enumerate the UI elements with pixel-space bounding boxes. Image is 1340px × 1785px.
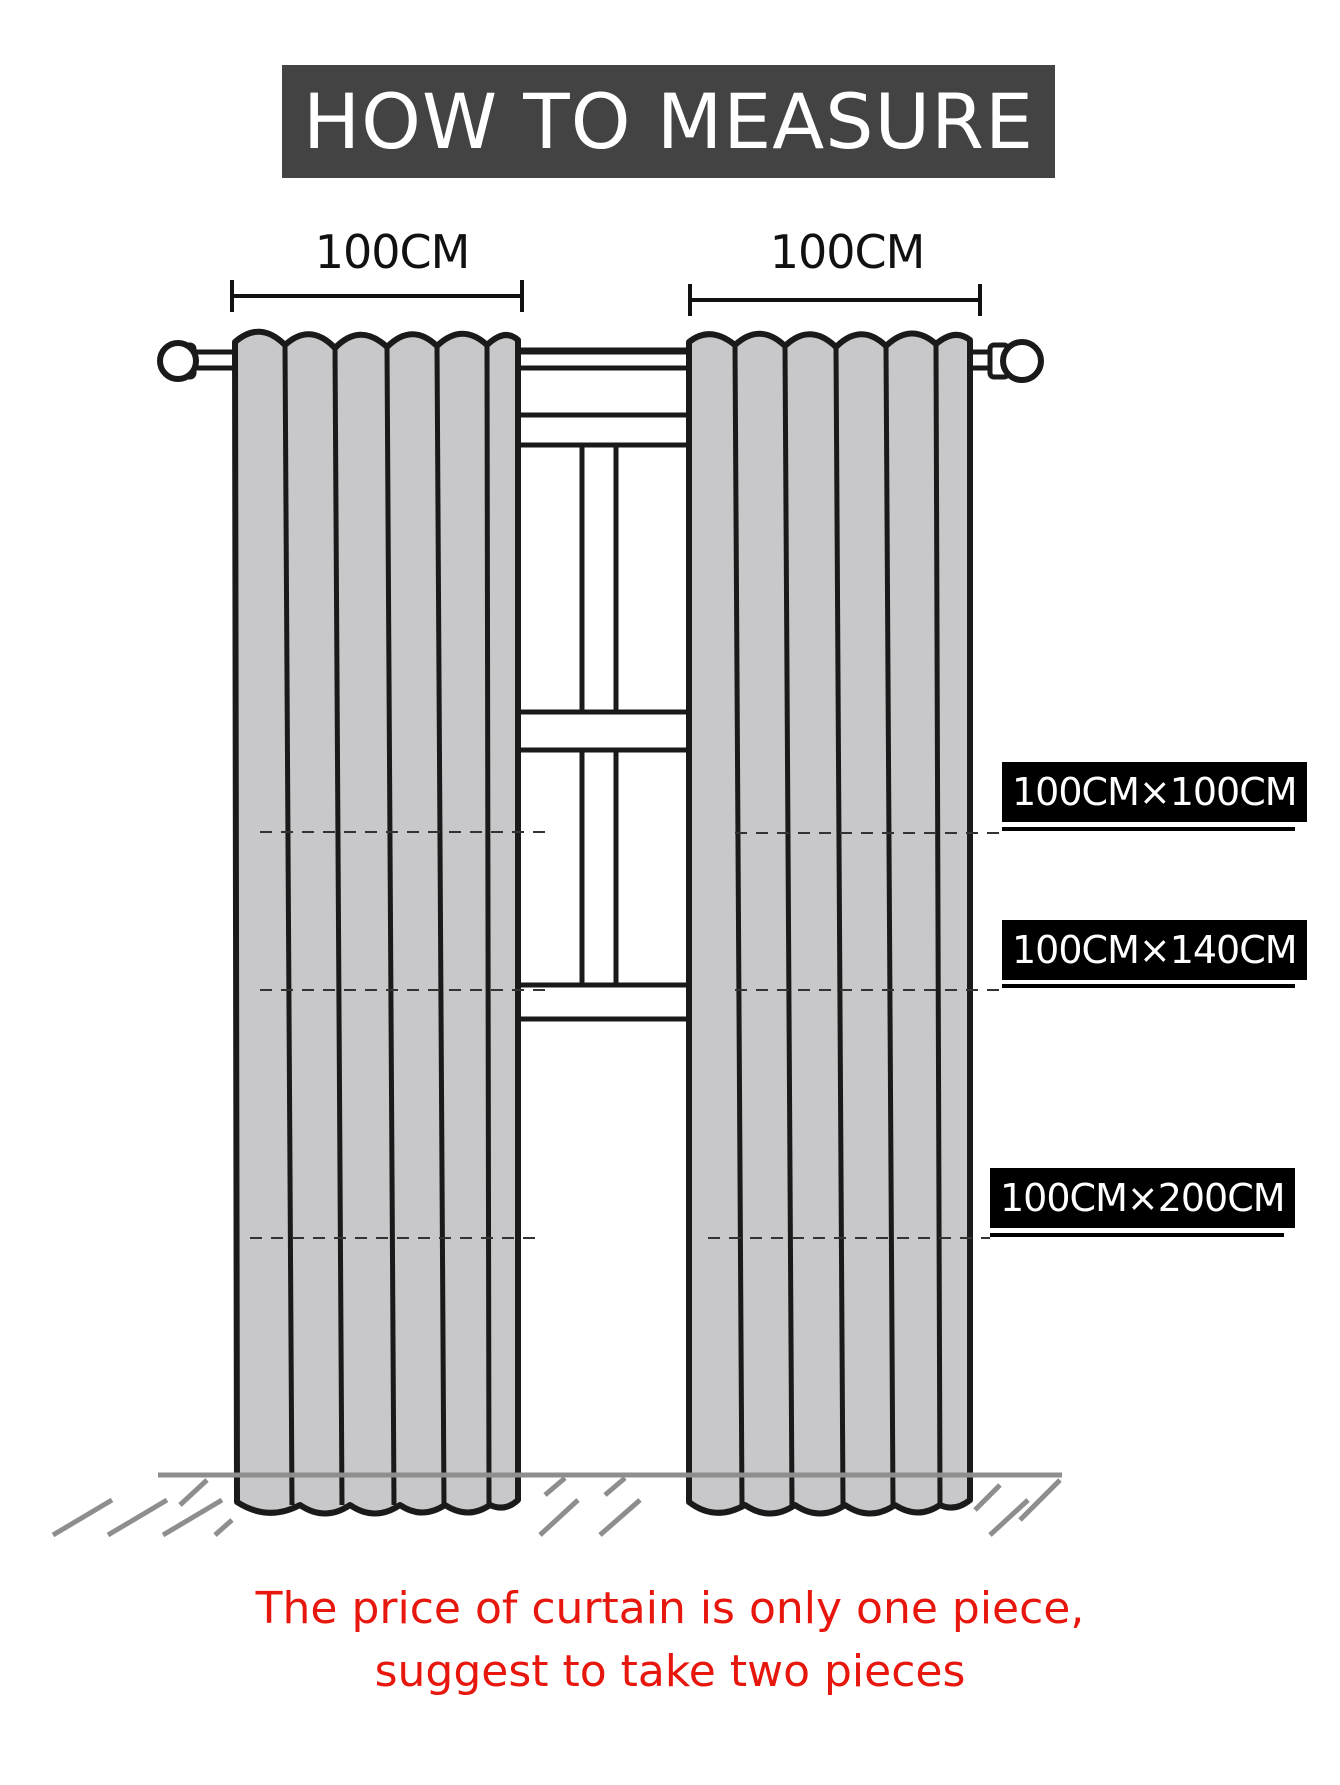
right-curtain-panel — [686, 330, 973, 1517]
right-width-dimension — [688, 284, 982, 316]
size-tag-100x140: 100CM×140CM — [1002, 920, 1307, 980]
rod-finial-right — [1000, 339, 1044, 383]
size-tag-underline — [1002, 984, 1295, 988]
floor — [51, 1472, 1062, 1538]
left-width-label: 100CM — [314, 225, 471, 279]
page-title: HOW TO MEASURE — [303, 77, 1034, 166]
left-width-dimension — [230, 280, 524, 312]
size-tag-100x100: 100CM×100CM — [1002, 762, 1307, 822]
right-width-label: 100CM — [769, 225, 926, 279]
size-tag-underline — [990, 1233, 1284, 1237]
title-banner: HOW TO MEASURE — [282, 65, 1055, 178]
length-markers — [250, 831, 1000, 1239]
price-note-line1: The price of curtain is only one piece, — [255, 1583, 1085, 1634]
window-frame — [507, 347, 693, 1022]
left-curtain-panel — [232, 328, 521, 1517]
rod-finial-left — [157, 340, 199, 382]
size-tag-underline — [1002, 827, 1295, 831]
price-note-line2: suggest to take two pieces — [374, 1646, 966, 1697]
size-tag-100x200: 100CM×200CM — [990, 1168, 1295, 1228]
